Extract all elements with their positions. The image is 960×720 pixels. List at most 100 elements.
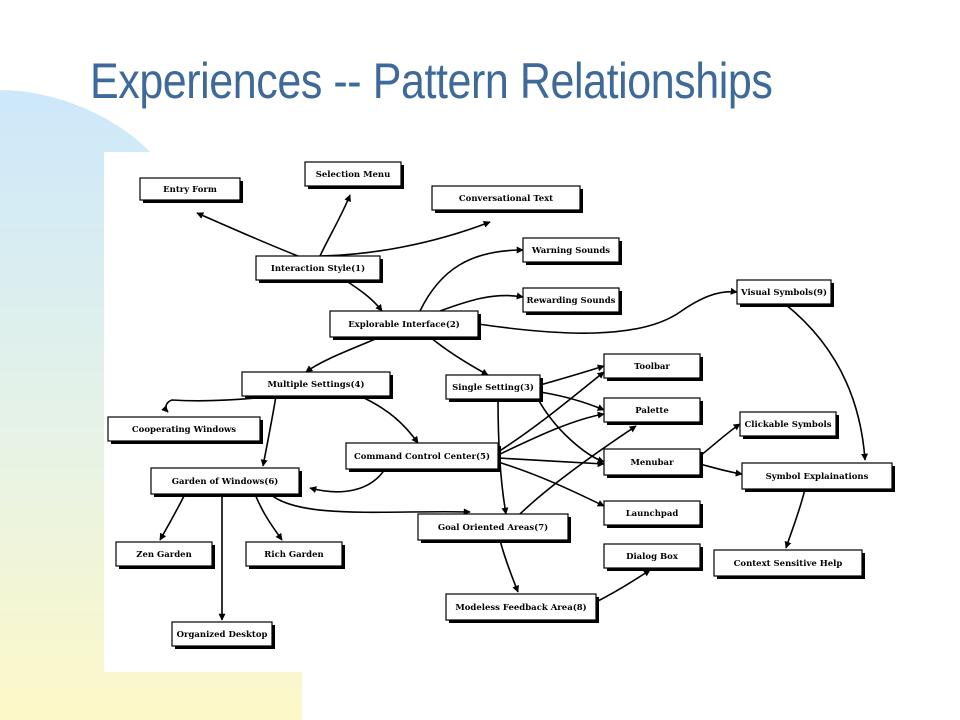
node-box — [522, 237, 620, 263]
node-interaction-style: Interaction Style(1) — [255, 255, 383, 283]
node-label: Selection Menu — [316, 170, 391, 180]
node-label: Clickable Symbols — [744, 420, 831, 430]
edge-command-control-center-to-palette — [497, 411, 605, 456]
node-label: Context Sensitive Help — [734, 559, 843, 569]
node-rewarding-sounds: Rewarding Sounds — [522, 287, 622, 315]
node-box — [241, 371, 391, 397]
node-label: Launchpad — [626, 509, 679, 519]
node-label: Interaction Style(1) — [271, 263, 365, 274]
edge-garden-of-windows-to-rich-garden — [254, 493, 283, 541]
edge-multiple-settings-to-command-control-center — [359, 395, 419, 444]
node-label: Explorable Interface(2) — [348, 319, 460, 330]
edge-garden-of-windows-to-goal-oriented-areas — [269, 493, 471, 516]
node-label: Conversational Text — [459, 194, 553, 204]
node-organized-desktop: Organized Desktop — [171, 621, 275, 649]
node-box — [431, 185, 581, 211]
node-label: Visual Symbols(9) — [740, 287, 827, 298]
node-label: Symbol Explainations — [766, 472, 869, 482]
edge-goal-oriented-areas-to-modeless-feedback-area — [499, 539, 519, 593]
edge-symbol-explainations-to-context-sensitive-help — [784, 488, 806, 549]
node-box — [522, 287, 620, 313]
edge-command-control-center-to-toolbar — [497, 371, 605, 453]
node-palette: Palette — [603, 397, 703, 425]
node-box — [139, 177, 241, 201]
node-symbol-explainations: Symbol Explainations — [741, 462, 895, 492]
edge-command-control-center-to-menubar — [497, 457, 605, 468]
node-label: Entry Form — [163, 185, 217, 195]
node-single-setting: Single Setting(3) — [445, 374, 543, 402]
node-context-sensitive-help: Context Sensitive Help — [713, 549, 865, 579]
edge-command-control-center-to-garden-of-windows — [309, 468, 386, 494]
node-zen-garden: Zen Garden — [115, 541, 215, 569]
edge-command-control-center-to-launchpad — [497, 461, 605, 507]
edge-explorable-interface-to-single-setting — [429, 336, 489, 376]
node-box — [713, 549, 863, 577]
edge-interaction-style-to-conversational-text — [319, 220, 491, 257]
node-box — [603, 397, 701, 423]
node-box — [736, 279, 832, 305]
node-warning-sounds: Warning Sounds — [522, 237, 622, 265]
node-box — [255, 255, 381, 281]
node-box — [603, 543, 701, 569]
node-label: Menubar — [630, 458, 674, 468]
node-label: Modeless Feedback Area(8) — [455, 602, 586, 613]
node-cooperating-windows: Cooperating Windows — [107, 416, 263, 444]
edge-interaction-style-to-entry-form — [196, 212, 299, 257]
node-box — [739, 411, 837, 437]
edge-modeless-feedback-area-to-dialog-box — [595, 569, 651, 603]
node-box — [107, 416, 261, 442]
node-box — [741, 462, 893, 490]
node-garden-of-windows: Garden of Windows(6) — [150, 467, 302, 497]
node-clickable-symbols: Clickable Symbols — [739, 411, 839, 439]
node-box — [445, 593, 597, 621]
node-explorable-interface: Explorable Interface(2) — [329, 310, 481, 340]
node-conversational-text: Conversational Text — [431, 185, 583, 213]
node-label: Rich Garden — [264, 550, 323, 560]
edge-menubar-to-symbol-explainations — [699, 463, 743, 477]
node-goal-oriented-areas: Goal Oriented Areas(7) — [417, 513, 571, 543]
edge-single-setting-to-menubar — [537, 398, 605, 464]
edge-single-setting-to-toolbar — [539, 364, 605, 386]
node-label: Garden of Windows(6) — [172, 476, 279, 487]
slide-title: Experiences -- Pattern Relationships — [90, 53, 773, 109]
node-label: Organized Desktop — [177, 630, 268, 640]
edge-explorable-interface-to-visual-symbols — [477, 287, 738, 334]
node-label: Toolbar — [634, 362, 670, 372]
node-box — [171, 621, 273, 647]
edge-layer — [159, 194, 869, 621]
edge-menubar-to-clickable-symbols — [699, 423, 741, 457]
node-visual-symbols: Visual Symbols(9) — [736, 279, 834, 307]
node-label: Palette — [635, 406, 669, 416]
node-selection-menu: Selection Menu — [304, 161, 404, 189]
node-modeless-feedback-area: Modeless Feedback Area(8) — [445, 593, 599, 623]
edge-garden-of-windows-to-zen-garden — [159, 493, 186, 541]
edge-visual-symbols-to-symbol-explainations — [784, 303, 869, 461]
edge-interaction-style-to-explorable-interface — [344, 279, 383, 312]
node-box — [603, 448, 701, 476]
edge-goal-oriented-areas-to-palette — [519, 425, 637, 515]
node-box — [150, 467, 300, 495]
node-label: Dialog Box — [626, 552, 679, 562]
node-dialog-box: Dialog Box — [603, 543, 703, 571]
node-rich-garden: Rich Garden — [245, 541, 345, 569]
node-box — [603, 500, 701, 526]
node-label: Single Setting(3) — [452, 382, 534, 393]
node-box — [603, 353, 701, 379]
node-label: Goal Oriented Areas(7) — [438, 522, 548, 533]
node-multiple-settings: Multiple Settings(4) — [241, 371, 393, 399]
node-box — [304, 161, 402, 187]
edge-multiple-settings-to-garden-of-windows — [260, 395, 277, 467]
edge-single-setting-to-palette — [539, 391, 605, 411]
node-launchpad: Launchpad — [603, 500, 703, 528]
edge-explorable-interface-to-multiple-settings — [305, 336, 381, 373]
node-menubar: Menubar — [603, 448, 703, 478]
node-label: Command Control Center(5) — [354, 451, 490, 462]
node-box — [445, 374, 541, 400]
node-label: Warning Sounds — [531, 246, 610, 256]
node-label: Zen Garden — [136, 550, 192, 560]
node-box — [417, 513, 569, 541]
node-box — [245, 541, 343, 567]
node-entry-form: Entry Form — [139, 177, 243, 203]
